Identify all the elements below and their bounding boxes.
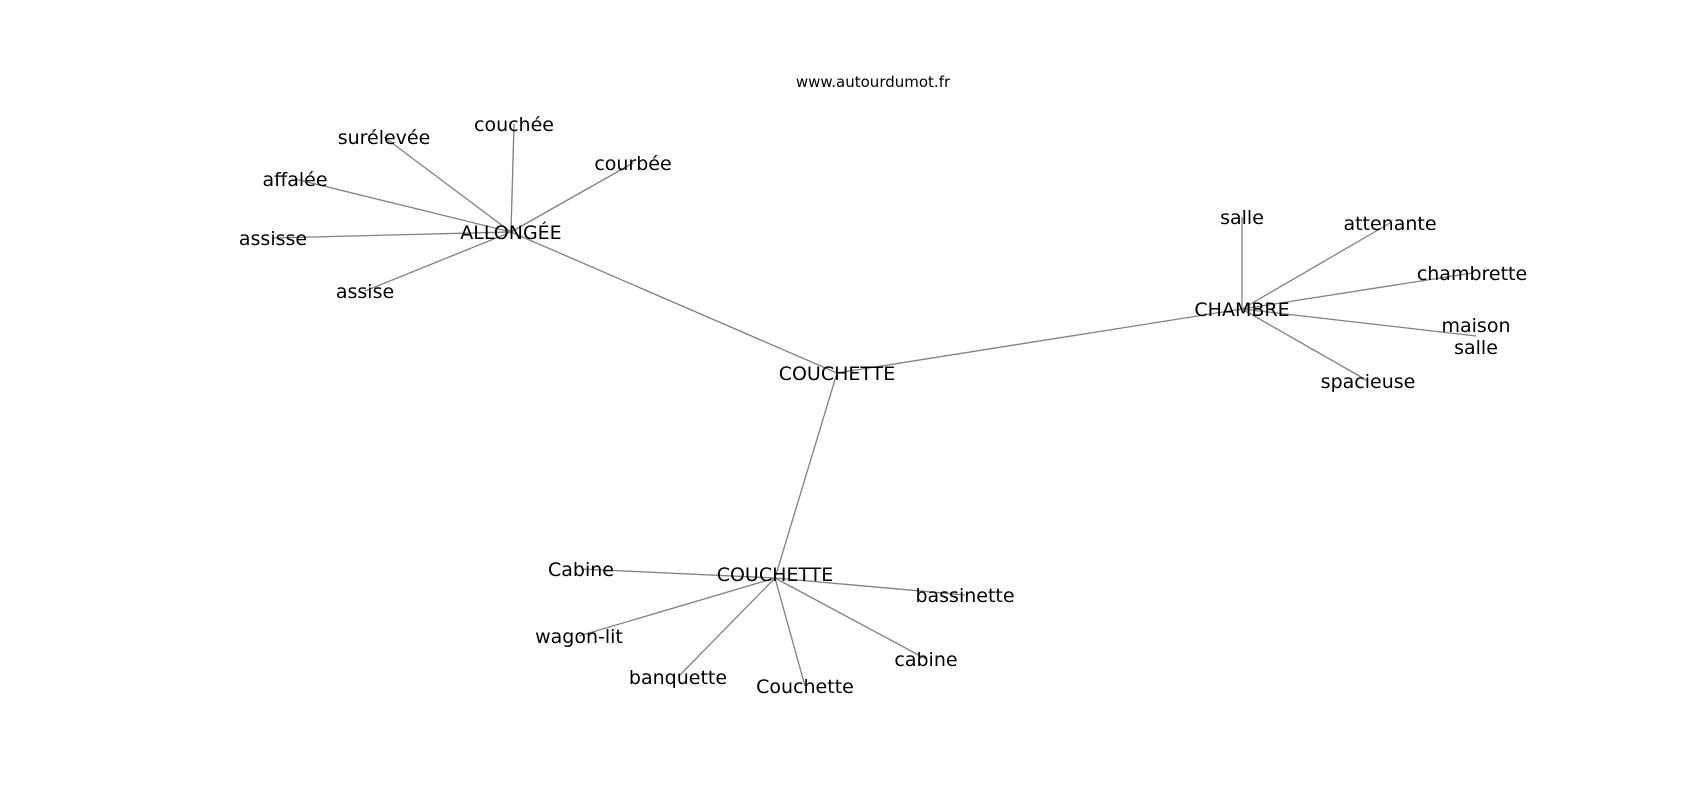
node-couchette-cap-label[interactable]: Couchette xyxy=(756,676,854,698)
node-wagon-lit-label[interactable]: wagon-lit xyxy=(535,626,623,648)
node-allongee-line-0: ALLONGÉE xyxy=(460,221,561,244)
node-spacieuse-label[interactable]: spacieuse xyxy=(1321,371,1416,393)
site-url-label: www.autourdumot.fr xyxy=(796,73,951,91)
node-allongee-label[interactable]: ALLONGÉE xyxy=(460,221,561,244)
node-surelevee-line-0: surélevée xyxy=(338,127,431,149)
node-attenante-label[interactable]: attenante xyxy=(1343,213,1436,235)
node-couchee-line-0: couchée xyxy=(474,114,554,136)
node-couchette2-line-0: COUCHETTE xyxy=(717,564,834,586)
node-bassinette-label[interactable]: bassinette xyxy=(915,585,1014,607)
node-couchee-label[interactable]: couchée xyxy=(474,114,554,136)
node-attenante-line-0: attenante xyxy=(1343,213,1436,235)
edge-chambre-spacieuse xyxy=(1241,308,1369,382)
node-chambrette-line-0: chambrette xyxy=(1417,263,1527,285)
node-assise-label[interactable]: assise xyxy=(336,281,394,303)
node-salle-label[interactable]: salle xyxy=(1220,207,1264,229)
node-assisse-line-0: assisse xyxy=(239,228,307,250)
node-maison-salle-line-1: salle xyxy=(1454,337,1498,359)
node-surelevee-label[interactable]: surélevée xyxy=(338,127,431,149)
node-salle-line-0: salle xyxy=(1220,207,1264,229)
node-maison-salle-line-0: maison xyxy=(1442,315,1511,337)
node-cabine-cap-line-0: Cabine xyxy=(548,559,614,581)
node-cabine-label[interactable]: cabine xyxy=(894,649,957,671)
node-chambrette-label[interactable]: chambrette xyxy=(1417,263,1527,285)
edge-chambre-attenante xyxy=(1241,222,1391,310)
edge-allongee-assisse xyxy=(272,231,512,239)
node-banquette-label[interactable]: banquette xyxy=(629,667,727,689)
edge-couchette2-couchette-cap xyxy=(774,577,806,687)
node-assise-line-0: assise xyxy=(336,281,394,303)
edge-couchette2-bassinette xyxy=(774,577,966,596)
edge-chambre-chambrette xyxy=(1241,272,1473,310)
edge-chambre-maison-salle xyxy=(1241,308,1477,337)
node-assisse-label[interactable]: assisse xyxy=(239,228,307,250)
node-couchette-cap-line-0: Couchette xyxy=(756,676,854,698)
edge-couchette2-banquette xyxy=(677,577,776,678)
node-bassinette-line-0: bassinette xyxy=(915,585,1014,607)
edge-couchette2-wagon-lit xyxy=(578,577,776,637)
edge-allongee-affalee xyxy=(294,178,512,233)
node-wagon-lit-line-0: wagon-lit xyxy=(535,626,623,648)
label-layer: COUCHETTE ALLONGÉE CHAMBRE COUCHETTE surélev… xyxy=(239,114,1527,698)
node-courbee-label[interactable]: courbée xyxy=(594,153,671,175)
node-spacieuse-line-0: spacieuse xyxy=(1321,371,1416,393)
edge-couchette2-cabine xyxy=(774,577,927,660)
node-center-line-0: COUCHETTE xyxy=(779,363,896,385)
edge-allongee-courbee xyxy=(510,162,634,233)
node-cabine-cap-label[interactable]: Cabine xyxy=(548,559,614,581)
node-banquette-line-0: banquette xyxy=(629,667,727,689)
edge-allongee-assise xyxy=(364,231,512,292)
node-center-label[interactable]: COUCHETTE xyxy=(779,363,896,385)
node-chambre-line-0: CHAMBRE xyxy=(1194,299,1289,321)
edge-allongee-couchee xyxy=(510,123,515,233)
node-chambre-label[interactable]: CHAMBRE xyxy=(1194,299,1289,321)
node-affalee-label[interactable]: affalée xyxy=(262,169,327,191)
edge-center-allongee xyxy=(510,231,838,374)
node-couchette2-label[interactable]: COUCHETTE xyxy=(717,564,834,586)
edge-allongee-surelevee xyxy=(383,136,512,233)
edge-layer xyxy=(272,123,1477,687)
node-cabine-line-0: cabine xyxy=(894,649,957,671)
edge-couchette2-cabine-cap xyxy=(580,568,776,579)
node-affalee-line-0: affalée xyxy=(262,169,327,191)
node-courbee-line-0: courbée xyxy=(594,153,671,175)
edge-center-couchette2 xyxy=(774,372,838,579)
edge-center-chambre xyxy=(836,308,1243,374)
